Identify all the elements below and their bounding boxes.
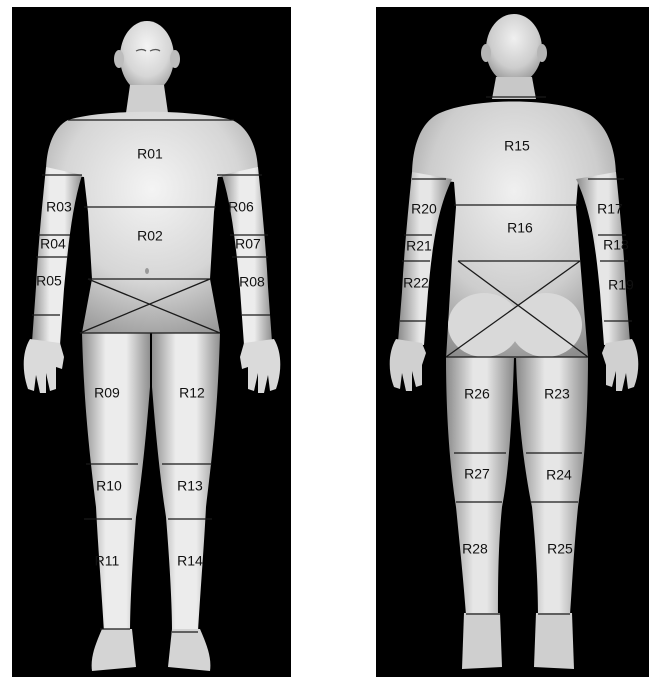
region-label-R01[interactable]: R01 <box>137 146 163 162</box>
region-label-R15[interactable]: R15 <box>504 138 530 154</box>
region-label-R19[interactable]: R19 <box>608 277 634 293</box>
front-body-silhouette <box>24 21 281 671</box>
region-label-R08[interactable]: R08 <box>239 274 265 290</box>
back-view-panel: R15 R16 R17 R18 R19 R20 R21 R22 R23 R24 … <box>376 7 649 677</box>
region-label-R02[interactable]: R02 <box>137 228 163 244</box>
region-label-R04[interactable]: R04 <box>40 236 66 252</box>
region-label-R14[interactable]: R14 <box>177 553 203 569</box>
front-body-figure: R01 R02 R03 R04 R05 R06 R07 R08 R09 R10 … <box>12 7 291 677</box>
back-body-silhouette <box>390 14 639 669</box>
region-label-R12[interactable]: R12 <box>179 385 205 401</box>
region-label-R25[interactable]: R25 <box>547 541 573 557</box>
region-label-R06[interactable]: R06 <box>228 199 254 215</box>
region-label-R26[interactable]: R26 <box>464 386 490 402</box>
region-label-R03[interactable]: R03 <box>46 199 72 215</box>
region-label-R13[interactable]: R13 <box>177 478 203 494</box>
region-label-R07[interactable]: R07 <box>235 236 261 252</box>
region-label-R22[interactable]: R22 <box>403 275 429 291</box>
region-label-R10[interactable]: R10 <box>96 478 122 494</box>
region-label-R20[interactable]: R20 <box>411 201 437 217</box>
region-label-R11[interactable]: R11 <box>95 553 120 569</box>
back-body-figure: R15 R16 R17 R18 R19 R20 R21 R22 R23 R24 … <box>376 7 649 677</box>
region-label-R24[interactable]: R24 <box>546 467 572 483</box>
region-label-R27[interactable]: R27 <box>464 466 490 482</box>
region-label-R23[interactable]: R23 <box>544 386 570 402</box>
region-label-R21[interactable]: R21 <box>406 238 432 254</box>
region-label-R16[interactable]: R16 <box>507 220 533 236</box>
region-label-R18[interactable]: R18 <box>603 237 629 253</box>
front-view-panel: R01 R02 R03 R04 R05 R06 R07 R08 R09 R10 … <box>12 7 291 677</box>
region-label-R17[interactable]: R17 <box>597 201 623 217</box>
region-label-R09[interactable]: R09 <box>94 385 120 401</box>
region-label-R05[interactable]: R05 <box>36 273 62 289</box>
region-label-R28[interactable]: R28 <box>462 541 488 557</box>
